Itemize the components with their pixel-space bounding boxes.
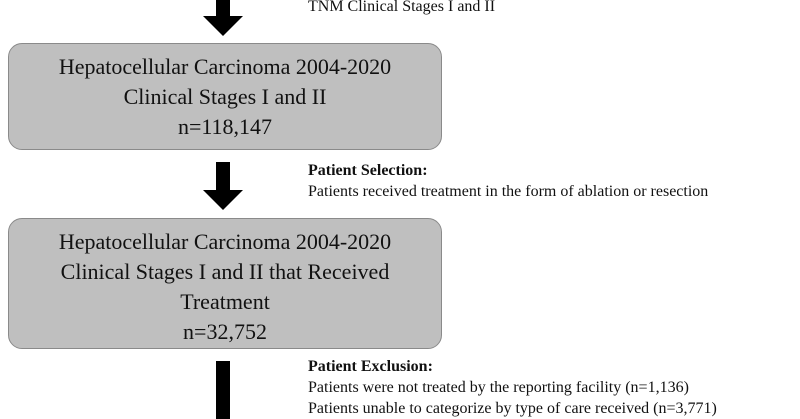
flow-box-treatment: Hepatocellular Carcinoma 2004-2020 Clini… (8, 218, 442, 349)
exclusion-note: Patient Exclusion: Patients were not tre… (308, 356, 717, 419)
selection-line-1: Patients received treatment in the form … (308, 183, 709, 200)
exclusion-heading: Patient Exclusion: (308, 358, 433, 375)
arrow-head-top (203, 16, 243, 36)
exclusion-line-1: Patients were not treated by the reporti… (308, 379, 689, 396)
box1-line-3: n=118,147 (177, 114, 273, 139)
box1-line-2: Clinical Stages I and II (123, 84, 327, 109)
exclusion-line-2: Patients unable to categorize by type of… (308, 400, 717, 417)
box2-line-2: Clinical Stages I and II that Received (60, 259, 390, 284)
selection-heading: Patient Selection: (308, 162, 428, 179)
box2-line-1: Hepatocellular Carcinoma 2004-2020 (58, 229, 392, 254)
arrow-shaft-bottom (216, 361, 230, 419)
selection-note: Patient Selection: Patients received tre… (308, 160, 708, 202)
box2-line-4: n=32,752 (183, 319, 267, 344)
box1-line-1: Hepatocellular Carcinoma 2004-2020 (58, 54, 392, 79)
arrow-shaft-top (216, 0, 230, 18)
flow-box-stages: Hepatocellular Carcinoma 2004-2020 Clini… (8, 43, 442, 150)
top-note: TNM Clinical Stages I and II (308, 0, 495, 17)
box2-line-3: Treatment (180, 289, 270, 314)
arrow-shaft-middle (216, 162, 230, 192)
arrow-head-middle (203, 190, 243, 210)
top-note-text: TNM Clinical Stages I and II (308, 0, 496, 15)
